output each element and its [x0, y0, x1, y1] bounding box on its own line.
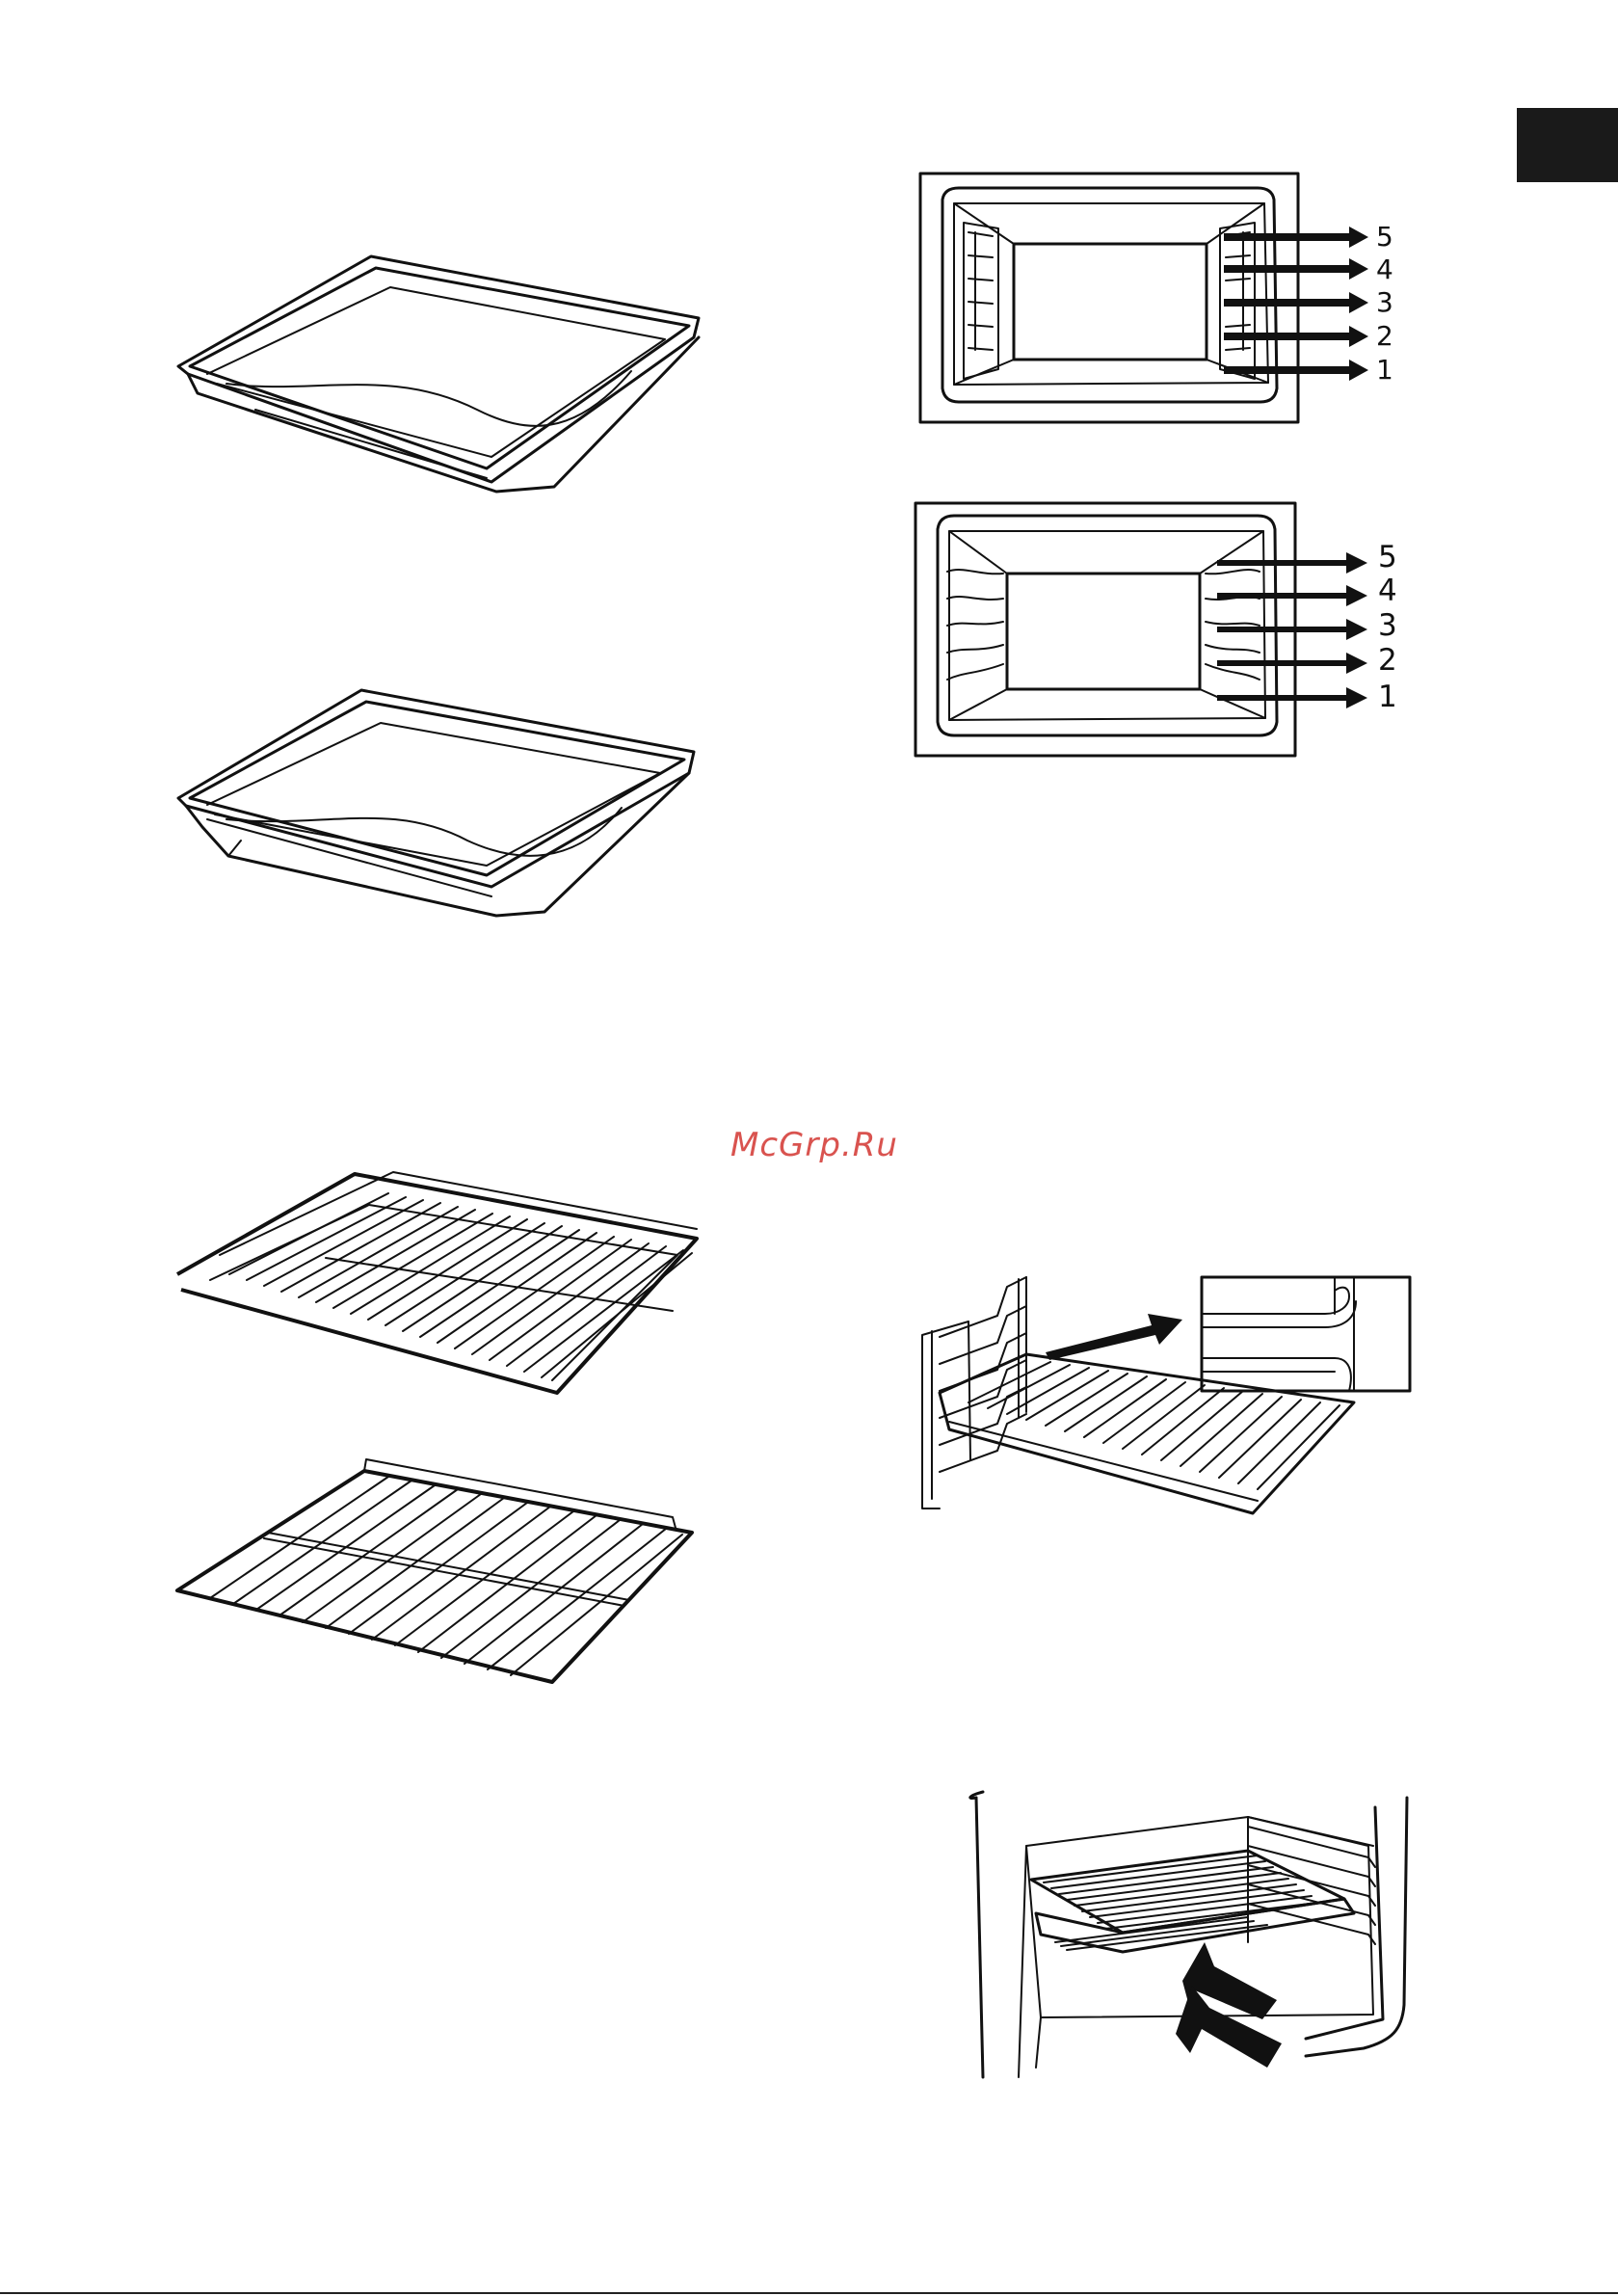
shelf-level-label: 4 [1378, 574, 1397, 608]
shelf-level-label: 3 [1376, 286, 1393, 318]
baking-tray-deep-icon [169, 684, 708, 925]
wire-rack-flat-icon [172, 1455, 702, 1692]
oven-rack-installed-icon [959, 1788, 1421, 2077]
oven-cavity-embossed-runners-icon [911, 498, 1296, 759]
shelf-level-label: 1 [1378, 680, 1397, 714]
baking-tray-shallow-icon [169, 251, 708, 492]
shelf-level-label: 5 [1376, 221, 1393, 253]
shelf-level-label: 2 [1378, 643, 1397, 678]
shelf-level-label: 5 [1378, 540, 1397, 574]
watermark: McGrp.Ru [718, 1126, 911, 1164]
oven-cavity-wire-side-racks-icon [915, 169, 1301, 429]
wire-rack-icon [172, 1166, 702, 1402]
shelf-level-label: 4 [1376, 254, 1393, 285]
page-bottom-rule [0, 2292, 1618, 2294]
shelf-level-label: 3 [1378, 608, 1397, 643]
rack-insertion-icon [911, 1268, 1431, 1518]
shelf-level-label: 2 [1376, 320, 1393, 352]
page-edge-tab [1517, 108, 1618, 182]
shelf-level-label: 1 [1376, 354, 1393, 386]
